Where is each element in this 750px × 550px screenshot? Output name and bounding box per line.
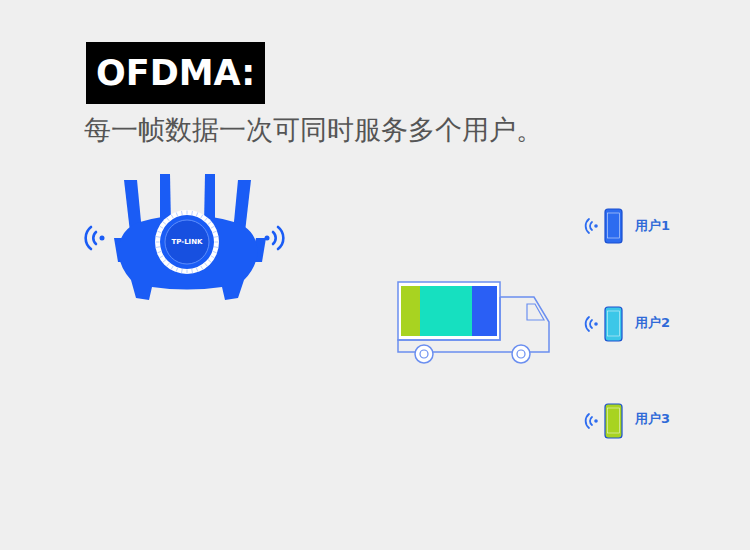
title-banner: OFDMA: xyxy=(86,42,265,104)
user-label: 用户2 xyxy=(635,315,670,331)
router-illustration xyxy=(114,174,266,300)
subtitle: 每一帧数据一次可同时服务多个用户。 xyxy=(84,114,543,146)
phone-icon xyxy=(586,404,622,438)
brand-logo: TP-LINK xyxy=(171,238,202,246)
phone-icon xyxy=(586,209,622,243)
wifi-signal xyxy=(86,227,284,249)
truck-illustration xyxy=(398,282,549,363)
user-label: 用户3 xyxy=(635,411,670,427)
user-label: 用户1 xyxy=(635,218,670,234)
phone-icon xyxy=(586,307,622,341)
